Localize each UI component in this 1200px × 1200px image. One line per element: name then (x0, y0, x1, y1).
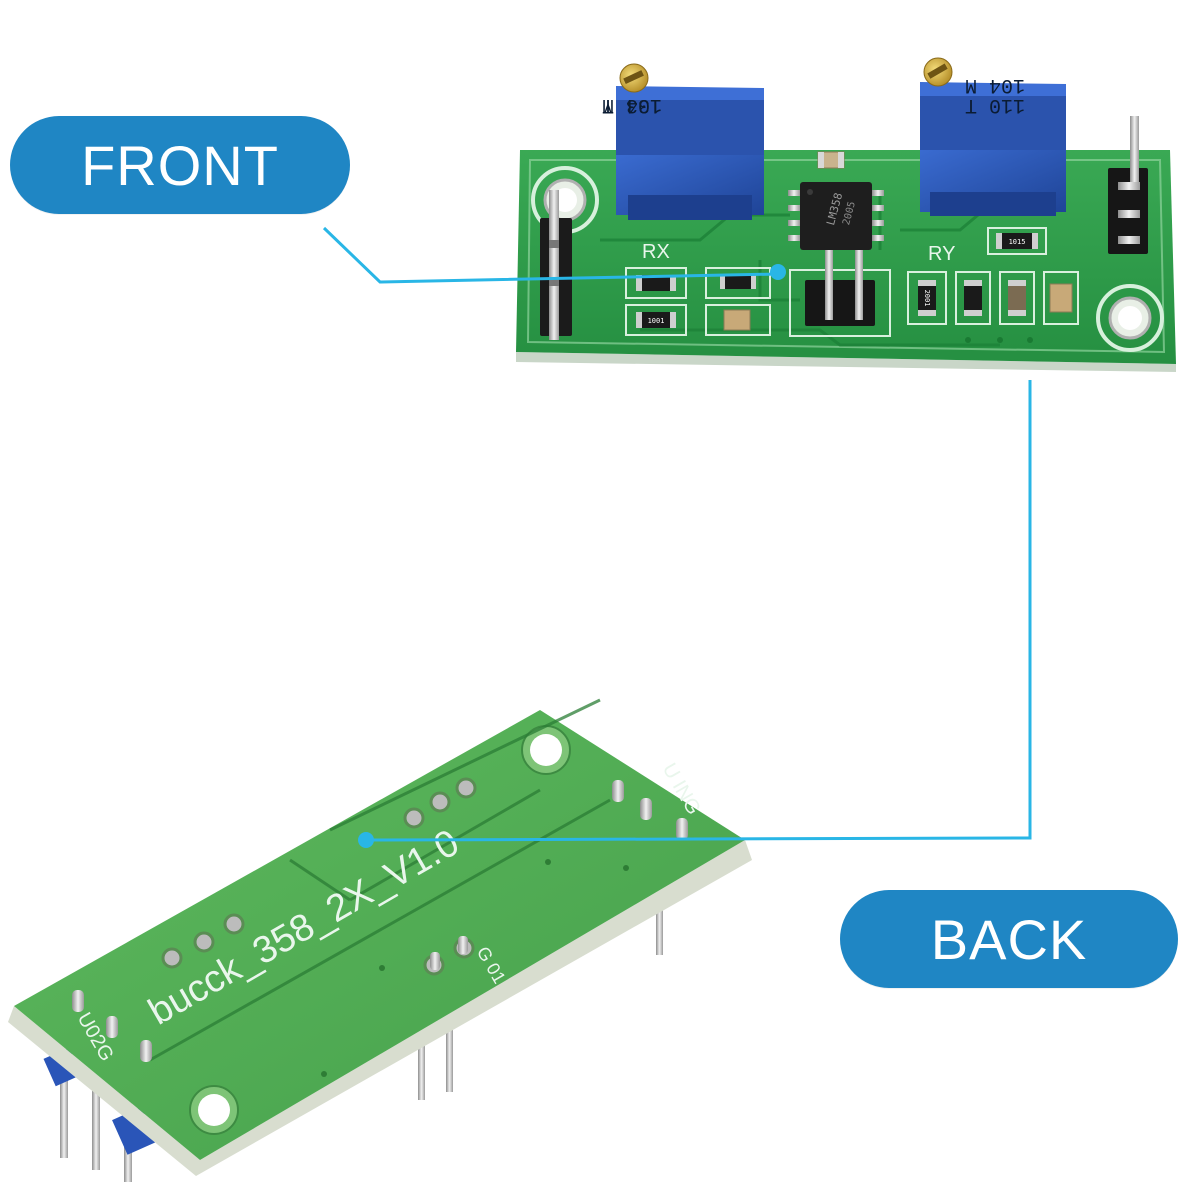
front-board: 134 T 103 M 110 T 104 M (516, 57, 1176, 372)
ry-components: 2001 1015 (907, 227, 1079, 325)
res-right-label: 2001 (923, 290, 931, 307)
rx-components: 1001 (625, 267, 771, 336)
back-label: BACK (840, 890, 1178, 988)
front-leader-line (322, 226, 786, 284)
silk-ry: RY (928, 243, 955, 265)
back-board: bucck_358_2X_V1.0 U ING U02G G 01 (8, 698, 752, 1182)
ic-chip: LM358 2005 (788, 182, 884, 250)
pot-left-line2: 103 M (602, 93, 662, 116)
back-leader-line (358, 380, 1032, 848)
res-top-right-label: 1015 (1009, 238, 1026, 246)
silk-rx: RX (642, 241, 670, 263)
pot-left-line1: 134 T (602, 93, 662, 116)
pot-right-line1: 110 T (965, 93, 1025, 116)
pot-right-line2: 104 M (965, 73, 1025, 96)
back-solder-pads (72, 777, 688, 1062)
front-label: FRONT (10, 116, 350, 214)
res-left-label: 1001 (648, 317, 665, 325)
